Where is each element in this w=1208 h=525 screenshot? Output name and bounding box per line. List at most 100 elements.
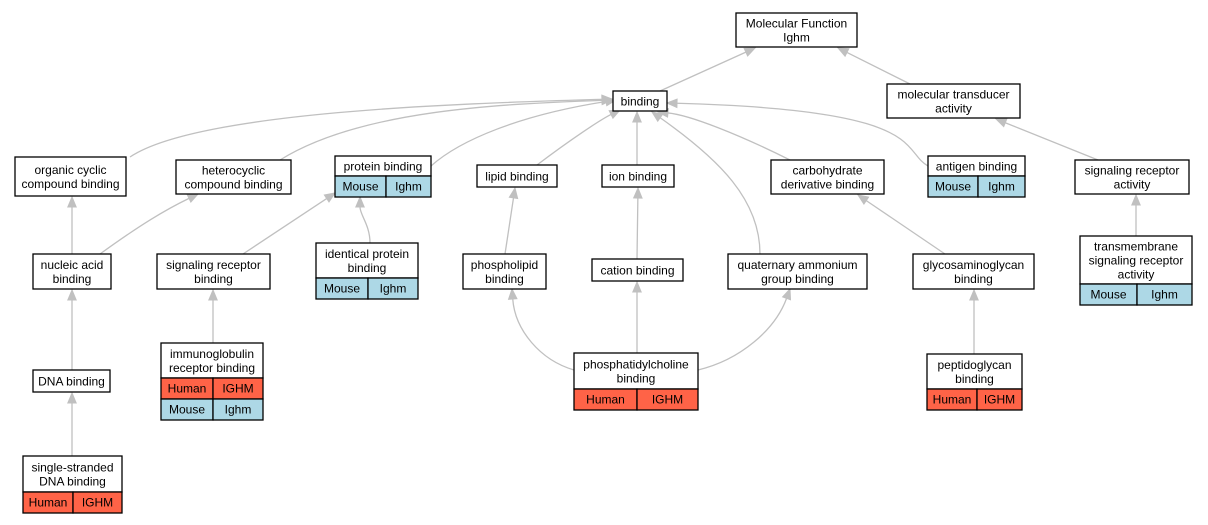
edge-phospholipid-to-lipid_binding	[504, 186, 519, 255]
edges-layer	[67, 47, 1141, 456]
edge-phosphatidylcholine-to-phospholipid	[507, 287, 575, 371]
node-label-line: binding	[954, 272, 993, 286]
edge-line	[129, 98, 603, 158]
node-cation-binding[interactable]: cation binding	[591, 258, 684, 282]
node-dna-binding[interactable]: DNA binding	[32, 369, 111, 393]
node-label-line: cation binding	[600, 264, 674, 278]
edge-line	[99, 197, 190, 255]
arrowhead	[969, 288, 979, 301]
arrowhead	[994, 118, 1008, 128]
node-lipid-binding[interactable]: lipid binding	[476, 164, 558, 188]
node-label-line: binding	[617, 372, 656, 386]
node-label-box	[156, 253, 271, 290]
node-label-line: transmembrane	[1094, 240, 1178, 254]
edge-line	[1005, 122, 1099, 161]
gene-symbol: Ighm	[380, 282, 407, 296]
node-label-line: group binding	[761, 272, 834, 286]
node-label-line: glycosaminoglycan	[923, 258, 1024, 272]
node-label-box	[32, 253, 112, 290]
species-name: Mouse	[1090, 288, 1126, 302]
node-label-line: peptidoglycan	[937, 358, 1011, 372]
node-label-line: signaling receptor	[1089, 254, 1184, 268]
edge-line	[359, 206, 371, 244]
edge-line	[667, 112, 791, 161]
node-label-box	[32, 369, 111, 393]
edge-antigen_binding-to-binding	[665, 98, 929, 167]
node-label-line: receptor binding	[169, 361, 255, 375]
arrowhead	[355, 195, 365, 208]
edge-line	[846, 51, 911, 85]
edge-nucleic_acid-to-organic_cyclic	[67, 195, 77, 254]
node-label-line: binding	[194, 272, 233, 286]
node-label-box	[735, 12, 858, 48]
node-label-line: signaling receptor	[1085, 164, 1180, 178]
edge-line	[636, 197, 639, 260]
species-name: Human	[586, 393, 625, 407]
edge-line	[536, 113, 612, 166]
node-label-line: organic cyclic	[34, 163, 106, 177]
node-label-line: DNA binding	[38, 375, 105, 389]
species-name: Mouse	[342, 180, 378, 194]
edge-line	[659, 51, 747, 92]
edge-line	[659, 117, 761, 255]
node-label-line: binding	[955, 372, 994, 386]
gene-cell-mouse	[1136, 283, 1193, 306]
node-binding[interactable]: binding	[612, 90, 668, 112]
edge-line	[676, 102, 929, 167]
arrowhead	[743, 47, 757, 57]
arrowhead	[781, 287, 792, 301]
node-label-line: nucleic acid	[41, 258, 104, 272]
edge-phosphatidylcholine-to-cation_binding	[632, 280, 642, 353]
node-label-line: identical protein	[325, 247, 409, 261]
arrowhead	[1131, 193, 1141, 206]
node-label-line: ion binding	[609, 170, 667, 184]
edge-line	[697, 298, 788, 371]
node-label-box	[14, 156, 127, 197]
node-label-line: Ighm	[783, 31, 810, 45]
node-ion-binding[interactable]: ion binding	[601, 164, 675, 188]
gene-symbol: IGHM	[222, 382, 253, 396]
species-name: Human	[933, 393, 972, 407]
node-label-line: phospholipid	[471, 258, 538, 272]
arrowhead	[67, 288, 77, 301]
arrowhead	[665, 98, 678, 109]
node-label-box	[1079, 235, 1193, 285]
edge-line	[504, 197, 515, 255]
edge-ssdna-to-dna_binding	[67, 391, 77, 456]
gene-cell-human	[976, 388, 1023, 411]
arrowhead	[650, 111, 664, 123]
edge-line	[242, 197, 328, 255]
edge-immunoglobulin-to-signaling_receptor_binding	[208, 288, 218, 343]
gene-cell-human	[72, 491, 123, 514]
edge-signaling_receptor_binding-to-protein_binding	[242, 192, 337, 255]
arrowhead	[208, 288, 218, 301]
node-label-line: heterocyclic	[202, 164, 265, 178]
arrowhead	[856, 194, 870, 205]
node-label-box	[727, 253, 868, 290]
node-label-box	[175, 159, 292, 195]
species-name: Human	[168, 382, 207, 396]
edge-transmembrane-to-signaling_receptor_activity	[1131, 193, 1141, 236]
node-label-box	[601, 164, 675, 188]
edge-protein_binding-to-binding	[430, 96, 618, 167]
edge-carbohydrate_derivative-to-binding	[656, 108, 791, 161]
